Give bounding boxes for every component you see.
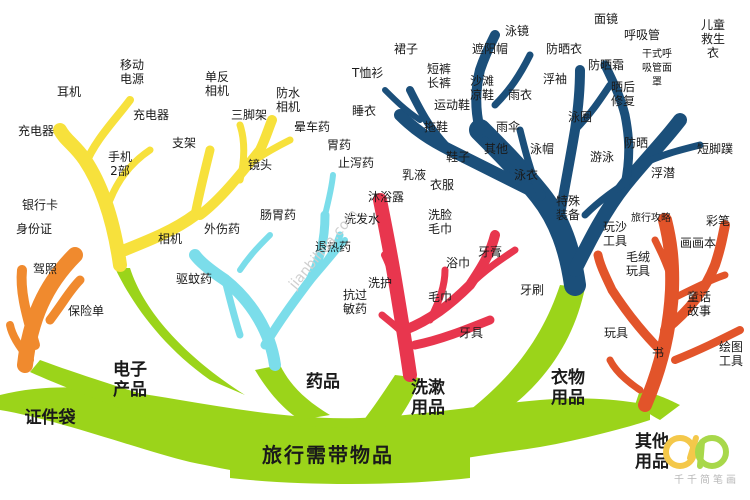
item-sun-protection: 防晒 [624, 136, 649, 150]
category-clothing-label: 衣物用品 [551, 368, 585, 408]
branch-electronics [53, 96, 294, 272]
trunk-electronics-branch [115, 268, 245, 395]
item-tripod: 三脚架 [231, 108, 268, 122]
branch-toiletries [373, 193, 519, 382]
category-toiletries-label: 洗漱用品 [411, 378, 445, 418]
logo-text: 千千简笔画 [674, 475, 739, 486]
branch-clothing [382, 30, 704, 296]
item-t-shirt: T恤衫 [352, 66, 384, 80]
item-mask: 面镜 [594, 12, 619, 26]
item-snorkel: 呼吸管 [624, 28, 661, 42]
item-books: 书 [652, 346, 665, 360]
trunk-toiletries-branch [360, 375, 420, 425]
item-phones: 手机2部 [107, 150, 132, 178]
map-title: 旅行需带物品 [262, 443, 394, 467]
item-shoes: 鞋子 [446, 150, 471, 164]
item-bank-card: 银行卡 [22, 198, 59, 212]
item-sand-toys: 玩沙工具 [602, 220, 627, 248]
item-motion-sickness: 晕车药 [294, 120, 331, 134]
category-medicine-label: 药品 [306, 372, 340, 392]
item-mosquito-repellent: 驱蚊药 [176, 272, 213, 286]
item-swimming: 游泳 [590, 150, 615, 164]
item-stand: 支架 [172, 136, 197, 150]
item-toothbrush: 牙刷 [520, 283, 545, 297]
item-camera: 相机 [158, 232, 183, 246]
item-arm-floats: 浮袖 [543, 72, 568, 86]
item-sun-hat: 遮阳帽 [472, 42, 509, 56]
item-sneakers: 运动鞋 [434, 98, 471, 112]
item-plush-toys: 毛绒玩具 [625, 250, 650, 278]
item-other-clothing: 其他 [484, 142, 509, 156]
category-documents-label: 证件袋 [24, 408, 76, 428]
item-after-sun: 晒后修复 [610, 80, 635, 108]
item-towel: 毛巾 [428, 290, 453, 304]
item-slippers: 拖鞋 [424, 120, 449, 134]
item-sun-jacket: 防晒衣 [546, 42, 583, 56]
item-tooth-kit: 牙具 [459, 326, 484, 340]
item-face-towel: 洗脸毛巾 [427, 208, 452, 236]
item-waterproof-camera: 防水相机 [275, 86, 300, 114]
item-snorkeling: 浮潜 [651, 166, 676, 180]
item-swim-cap: 泳帽 [530, 142, 555, 156]
item-lotion: 乳液 [402, 168, 427, 182]
item-goggles: 泳镜 [505, 24, 530, 38]
item-fever-reducer: 退热药 [315, 240, 352, 254]
item-id-card: 身份证 [16, 222, 53, 236]
item-care-products: 洗护 [368, 276, 393, 290]
trunk-medicine-branch [255, 365, 330, 420]
logo: 千千简笔画 [650, 430, 745, 492]
branch-documents [6, 247, 85, 373]
item-dslr: 单反相机 [204, 70, 229, 98]
trunk-center [230, 420, 470, 484]
trunk-clothing-branch [470, 285, 585, 415]
item-toys: 玩具 [604, 326, 629, 340]
item-driver-license: 驾照 [33, 262, 58, 276]
item-wound-medicine: 外伤药 [204, 222, 241, 236]
item-charger-1: 充电器 [18, 124, 55, 138]
item-umbrella: 雨伞 [496, 120, 521, 134]
item-pants: 短裤长裤 [426, 62, 451, 90]
item-power-bank: 移动电源 [119, 58, 144, 86]
branch-others [593, 213, 744, 412]
item-travel-guide: 旅行攻略 [631, 213, 671, 224]
item-raincoat: 雨衣 [508, 88, 533, 102]
item-drawing-tools: 绘图工具 [718, 340, 743, 368]
item-gastro-medicine: 肠胃药 [260, 208, 297, 222]
item-special-gear: 特殊装备 [555, 194, 580, 222]
item-color-pens: 彩笔 [706, 214, 731, 228]
item-antiallergy: 抗过敏药 [342, 288, 367, 316]
item-swimsuit: 泳衣 [514, 168, 539, 182]
item-toothpaste: 牙膏 [478, 245, 503, 259]
item-clothes: 衣服 [430, 178, 455, 192]
item-earphones: 耳机 [57, 85, 82, 99]
item-dry-snorkel-mask: 干式呼吸管面罩 [642, 49, 672, 88]
item-sandals: 沙滩凉鞋 [469, 74, 494, 102]
branch-medicine [189, 172, 348, 371]
item-charger-2: 充电器 [133, 108, 170, 122]
item-swim-ring: 泳圈 [568, 110, 593, 124]
trunk-left-fork [30, 360, 190, 430]
category-others-label: 其他用品 [635, 432, 669, 472]
item-stomach-medicine: 胃药 [327, 138, 352, 152]
item-shampoo: 洗发水 [344, 212, 381, 226]
item-bath-towel: 浴巾 [446, 256, 471, 270]
item-kids-life-jacket: 儿童救生衣 [700, 18, 725, 60]
item-insurance: 保险单 [68, 304, 105, 318]
item-fairy-tales: 童话故事 [686, 290, 711, 318]
item-drawing-book: 画画本 [680, 236, 717, 250]
item-pajamas: 睡衣 [352, 104, 377, 118]
item-sunscreen-cream: 防晒霜 [588, 58, 625, 72]
item-anti-diarrheal: 止泻药 [338, 156, 375, 170]
item-short-fins: 短脚蹼 [697, 142, 734, 156]
item-lens: 镜头 [248, 158, 273, 172]
item-skirt: 裙子 [394, 42, 419, 56]
category-electronics-label: 电子产品 [113, 360, 147, 400]
logo-mark-icon [663, 435, 729, 469]
item-shower-gel: 沐浴露 [368, 190, 405, 204]
